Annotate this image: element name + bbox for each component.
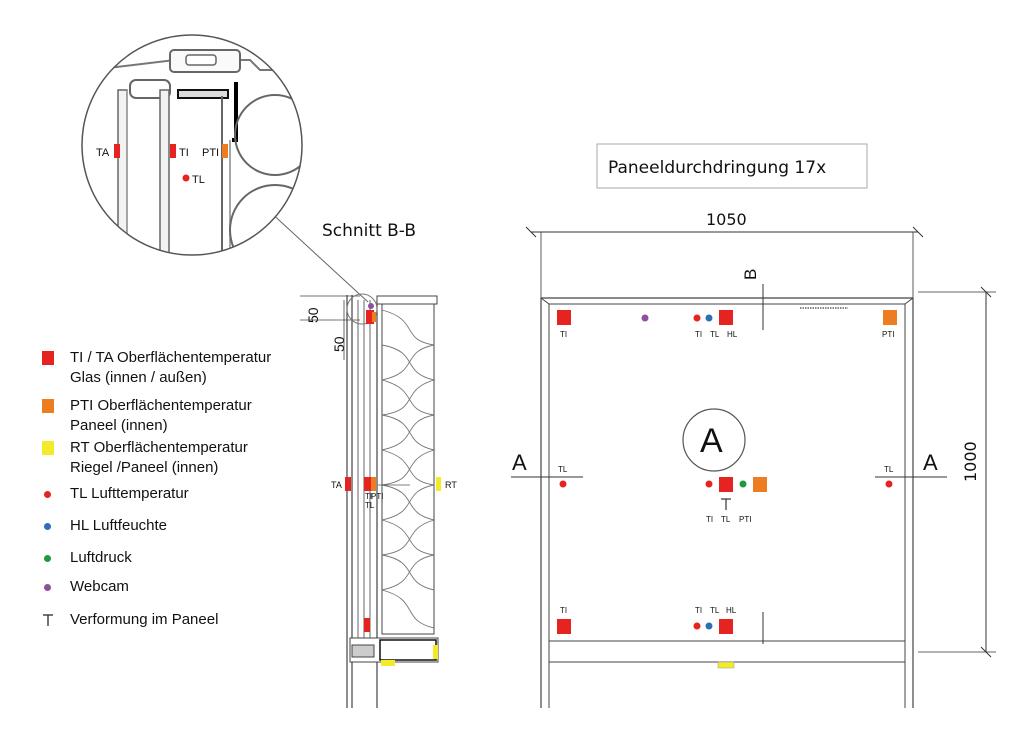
plan-b-tl-dot (693, 622, 701, 630)
legend-label: Luftdruck (70, 549, 132, 566)
detail-tl-dot (182, 174, 190, 182)
plan-ml-tl-label: TL (558, 465, 568, 474)
red-square-icon (42, 351, 54, 365)
legend-label: Webcam (70, 578, 129, 595)
plan-top-ti-sensor (719, 310, 733, 325)
plan-c-pti-sensor (753, 477, 767, 492)
detail-pti-label: PTI (202, 147, 219, 159)
detail-ta-sensor (114, 144, 120, 158)
legend-label: Riegel /Paneel (innen) (70, 459, 219, 476)
yellow-square-icon (42, 441, 54, 455)
plan-top-hl-label: HL (727, 330, 738, 339)
plan-title-box (596, 143, 868, 189)
section-b-b: Schnitt B-B 50 50 (300, 221, 457, 708)
legend-label: HL Luftfeuchte (70, 517, 168, 534)
plan-c-ti-sensor (719, 477, 733, 492)
section-dim-top: 50 (305, 307, 321, 323)
legend-label: Paneel (innen) (70, 417, 168, 434)
detail-ti-sensor (170, 144, 176, 158)
plan-cut-a-right: A (923, 450, 938, 475)
section-ta-sensor (345, 477, 351, 491)
plan-title: Paneeldurchdringung 17x (608, 158, 826, 178)
section-ta-label: TA (331, 480, 342, 490)
section-rt-sensor (436, 477, 441, 491)
red-dot-icon (44, 491, 51, 498)
section-dim-second: 50 (331, 336, 347, 352)
blue-dot-icon (44, 523, 51, 530)
plan-c-pressure-dot (739, 480, 747, 488)
plan-tr-pti-sensor (883, 310, 897, 325)
legend-label: TL Lufttemperatur (70, 485, 189, 502)
plan-top-ti-label: TI (695, 330, 702, 339)
plan-top-tl-dot (693, 314, 701, 322)
plan-b-hl-label: HL (726, 606, 737, 615)
legend-label: TI / TA Oberflächentemperatur (70, 349, 272, 366)
plan-tr-pti-label: PTI (882, 330, 894, 339)
plan-tl-ti-label: TI (560, 330, 567, 339)
plan-dim-width: 1050 (706, 210, 747, 229)
section-ti-sensor (364, 477, 371, 491)
plan-cut-a-left: A (512, 450, 527, 475)
plan-tl-ti-sensor (557, 310, 571, 325)
section-tl-label: TL (365, 501, 375, 510)
orange-square-icon (42, 399, 54, 413)
plan-c-ti-label: TI (706, 515, 713, 524)
section-ti-label: TI (365, 492, 372, 501)
plan-cut-b: B (741, 269, 760, 280)
plan-b-ti-sensor (719, 619, 733, 634)
detail-marker-a (682, 408, 746, 472)
section-bottom-rt-sensor (381, 660, 395, 666)
plan-top-hl-dot (705, 314, 713, 322)
detail-tl-label: TL (192, 174, 205, 186)
plan-c-deformation-icon (721, 498, 731, 510)
detail-marker-a-label: A (700, 422, 723, 460)
plan-view: Paneeldurchdringung 17x 1050 1000 B (511, 143, 996, 708)
purple-dot-icon (44, 584, 51, 591)
legend-label: PTI Oberflächentemperatur (70, 397, 252, 414)
legend-label: Glas (innen / außen) (70, 369, 207, 386)
section-bottom-ti-sensor (364, 618, 370, 632)
section-top-pti-sensor (372, 312, 376, 322)
section-top-webcam-dot (368, 303, 374, 309)
detail-ti-label: TI (179, 147, 189, 159)
green-dot-icon (44, 555, 51, 562)
detail-zoom: TA TI PTI TL (81, 34, 369, 303)
section-pti-label: PTI (371, 492, 383, 501)
section-bottom-rt2-sensor (433, 645, 438, 659)
plan-b-tl-label: TL (710, 606, 720, 615)
section-pti-sensor (371, 477, 376, 491)
section-top-ti-sensor (366, 310, 374, 324)
plan-c-pti-label: PTI (739, 515, 751, 524)
plan-ml-tl-dot (559, 480, 567, 488)
plan-webcam-dot (641, 314, 649, 322)
plan-top-tl-label: TL (710, 330, 720, 339)
deformation-t-icon (43, 614, 53, 626)
legend-label: Verformung im Paneel (70, 611, 219, 628)
plan-bl-ti-sensor (557, 619, 571, 634)
plan-c-tl-dot (705, 480, 713, 488)
detail-pti-sensor (222, 144, 228, 158)
section-rt-label: RT (445, 480, 457, 490)
detail-ta-label: TA (96, 147, 110, 159)
plan-bl-ti-label: TI (560, 606, 567, 615)
plan-mr-tl-label: TL (884, 465, 894, 474)
plan-dim-height: 1000 (961, 441, 980, 482)
plan-b-ti-label: TI (695, 606, 702, 615)
section-title: Schnitt B-B (322, 221, 416, 241)
plan-b-hl-dot (705, 622, 713, 630)
legend-label: RT Oberflächentemperatur (70, 439, 248, 456)
plan-c-tl-label: TL (721, 515, 731, 524)
plan-mr-tl-dot (885, 480, 893, 488)
plan-rail-rt-sensor (717, 661, 735, 669)
